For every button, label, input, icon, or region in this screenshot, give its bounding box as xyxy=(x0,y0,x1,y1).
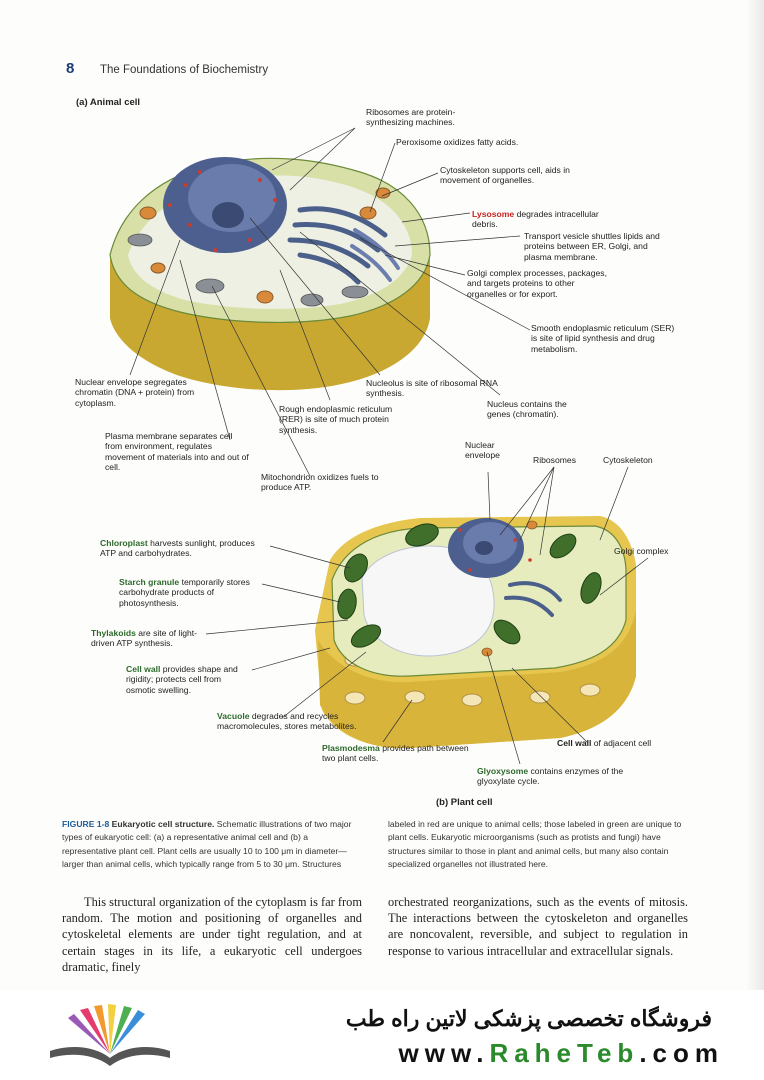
label-cytoskeleton: Cytoskeleton supports cell, aids in move… xyxy=(440,165,570,186)
label-lysosome: Lysosome degrades intracellular debris. xyxy=(472,209,622,230)
running-header: 8 The Foundations of Biochemistry xyxy=(66,60,268,77)
plant-label-vacuole: Vacuole degrades and recycles macromolec… xyxy=(217,711,357,732)
plant-label-cell-wall-adjacent: Cell wall of adjacent cell xyxy=(557,738,687,748)
plant-label-ribosomes: Ribosomes xyxy=(533,455,576,465)
cell-wall-description: provides shape and rigidity; protects ce… xyxy=(126,664,238,695)
url-accent: RaheTeb xyxy=(489,1038,640,1068)
url-prefix: www. xyxy=(398,1038,490,1068)
figure-title: Eukaryotic cell structure. xyxy=(111,819,215,829)
chloroplast-description: harvests sunlight, produces ATP and carb… xyxy=(100,538,255,559)
plant-label-thylakoids: Thylakoids are site of light-driven ATP … xyxy=(91,628,211,649)
cell-wall-term: Cell wall xyxy=(126,664,161,674)
running-title: The Foundations of Biochemistry xyxy=(99,64,269,76)
starch-description: temporarily stores carbohydrate products… xyxy=(119,577,250,608)
cell-illustrations xyxy=(109,127,649,765)
body-paragraph-right: orchestrated reorganizations, such as th… xyxy=(388,895,688,958)
cell-wall-adjacent-term: Cell wall xyxy=(557,738,592,748)
animal-cell-illustration xyxy=(109,157,431,391)
textbook-page xyxy=(0,0,764,990)
label-mitochondrion: Mitochondrion oxidizes fuels to produce … xyxy=(261,472,379,493)
footer-watermark: فروشگاه تخصصی پزشکی لاتین راه طب www.Rah… xyxy=(0,990,764,1080)
vacuole-term: Vacuole xyxy=(217,711,250,721)
plant-label-nuclear-envelope: Nuclear envelope xyxy=(465,440,500,461)
shop-url: www.RaheTeb.com xyxy=(399,1038,725,1069)
thylakoids-term: Thylakoids xyxy=(91,628,136,638)
plant-leader-lines xyxy=(205,466,649,765)
body-paragraph-left: This structural organization of the cyto… xyxy=(62,895,362,974)
caption-left-text: Schematic illustrations of two major typ… xyxy=(62,819,352,870)
lysosome-description: degrades intracellular debris. xyxy=(472,209,599,230)
url-suffix: .com xyxy=(639,1038,724,1068)
label-ser: Smooth endoplasmic reticulum (SER) is si… xyxy=(531,323,675,354)
lysosome-term: Lysosome xyxy=(472,209,515,219)
book-logo-icon xyxy=(50,1004,170,1066)
chloroplast-term: Chloroplast xyxy=(100,538,148,548)
label-plasma-membrane: Plasma membrane separates cell from envi… xyxy=(105,431,249,473)
thylakoids-description: are site of light-driven ATP synthesis. xyxy=(91,628,198,649)
panel-a-label: (a) Animal cell xyxy=(76,97,141,108)
label-transport-vesicle: Transport vesicle shuttles lipids and pr… xyxy=(524,231,660,262)
plant-label-plasmodesma: Plasmodesma provides path between two pl… xyxy=(322,743,482,764)
plant-cell-illustration xyxy=(315,516,636,749)
figure-caption-right: labeled in red are unique to animal cell… xyxy=(388,819,682,870)
label-golgi: Golgi complex processes, packages, and t… xyxy=(467,268,607,299)
panel-b-label: (b) Plant cell xyxy=(436,797,493,808)
glyoxysome-description: contains enzymes of the glyoxylate cycle… xyxy=(477,766,624,787)
starch-term: Starch granule xyxy=(119,577,180,587)
plant-label-starch-granule: Starch granule temporarily stores carboh… xyxy=(119,577,264,608)
plasmodesma-term: Plasmodesma xyxy=(322,743,380,753)
animal-leader-lines xyxy=(129,127,531,477)
vacuole-description: degrades and recycles macromolecules, st… xyxy=(217,711,357,732)
plasmodesma-description: provides path between two plant cells. xyxy=(322,743,469,764)
label-peroxisome: Peroxisome oxidizes fatty acids. xyxy=(396,137,519,147)
label-nuclear-envelope: Nuclear envelope segregates chromatin (D… xyxy=(75,377,195,408)
page-number: 8 xyxy=(66,60,75,77)
label-rer: Rough endoplasmic reticulum (RER) is sit… xyxy=(279,404,393,435)
label-nucleolus: Nucleolus is site of ribosomal RNA synth… xyxy=(366,378,498,399)
shop-name: فروشگاه تخصصی پزشکی لاتین راه طب xyxy=(345,1006,712,1031)
cell-wall-adjacent-description: of adjacent cell xyxy=(593,738,652,748)
plant-label-chloroplast: Chloroplast harvests sunlight, produces … xyxy=(100,538,270,559)
figure-number: FIGURE 1-8 xyxy=(62,819,110,829)
plant-label-cytoskeleton: Cytoskeleton xyxy=(603,455,653,465)
figure-caption-left: FIGURE 1-8 Eukaryotic cell structure. Sc… xyxy=(62,818,362,872)
glyoxysome-term: Glyoxysome xyxy=(477,766,529,776)
label-nucleus: Nucleus contains the genes (chromatin). xyxy=(487,399,567,420)
plant-label-cell-wall: Cell wall provides shape and rigidity; p… xyxy=(126,664,251,695)
label-ribosomes: Ribosomes are protein-synthesizing machi… xyxy=(366,107,456,128)
plant-label-golgi: Golgi complex xyxy=(614,546,669,556)
page-edge-shadow xyxy=(746,0,764,990)
plant-label-glyoxysome: Glyoxysome contains enzymes of the glyox… xyxy=(477,766,627,787)
